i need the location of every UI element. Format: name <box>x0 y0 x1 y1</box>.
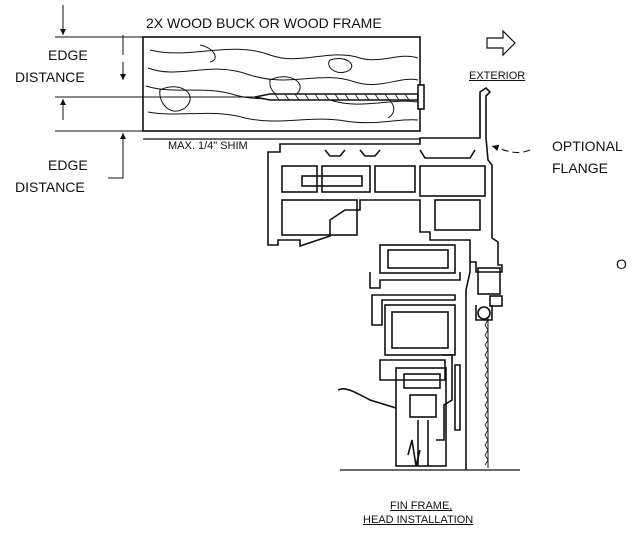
edge-distance-bottom-label-1: EDGE <box>48 157 88 173</box>
serrated-fin <box>484 319 489 466</box>
exterior-arrow <box>486 29 516 57</box>
edge-distance-top-label-2: DISTANCE <box>15 69 85 85</box>
stray-o-label: O <box>616 256 627 272</box>
exterior-label: EXTERIOR <box>469 70 526 82</box>
wood-buck-label: 2X WOOD BUCK OR WOOD FRAME <box>146 15 382 31</box>
edge-distance-top-label-1: EDGE <box>48 47 88 63</box>
optional-flange-label-2: FLANGE <box>552 160 609 176</box>
glazing-sash <box>395 367 447 467</box>
caption-line-1: FIN FRAME, <box>390 500 453 512</box>
edge-distance-bottom-label-2: DISTANCE <box>15 179 85 195</box>
flange-leader <box>491 144 531 154</box>
caption-line-2: HEAD INSTALLATION <box>363 514 474 526</box>
shim-label: MAX. 1/4" SHIM <box>168 140 248 152</box>
wood-buck <box>142 36 421 132</box>
screw <box>254 84 425 110</box>
wood-grain <box>145 44 419 124</box>
optional-flange-label-1: OPTIONAL <box>552 138 623 154</box>
window-frame-extrusion <box>267 86 503 462</box>
drip-edge <box>337 387 397 409</box>
